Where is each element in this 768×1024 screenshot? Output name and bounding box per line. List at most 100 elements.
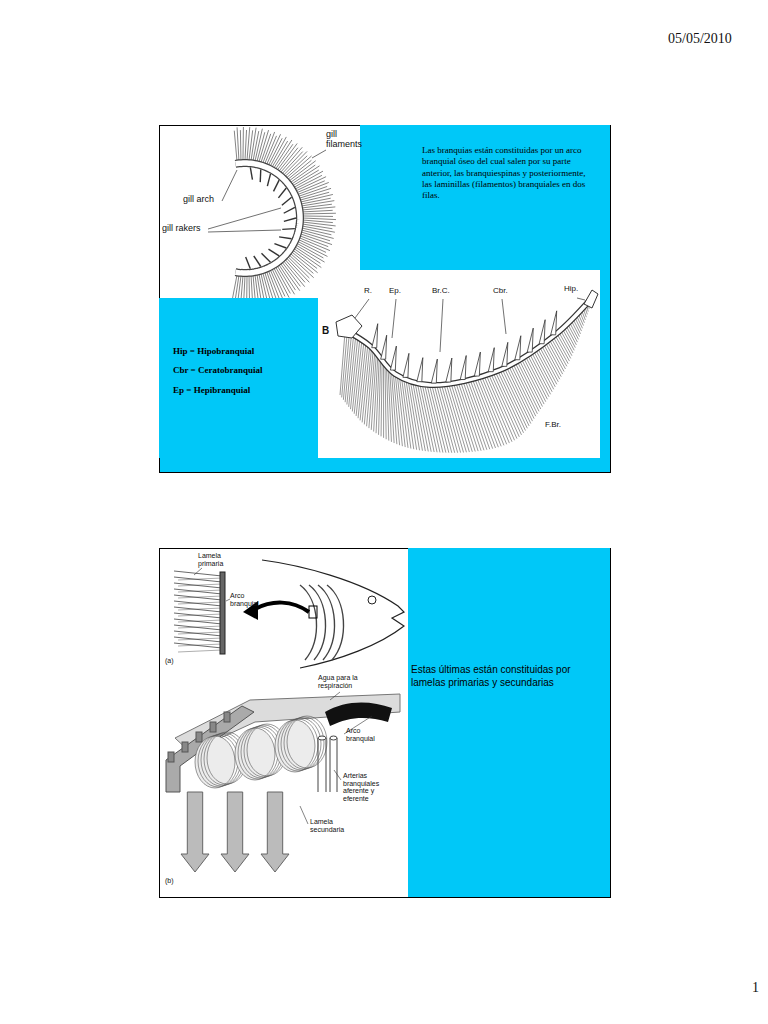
gill-arch-curve [327,585,343,660]
gill-filament [556,336,570,361]
gill-filament [269,271,280,298]
gill-filament [568,325,577,342]
gill-filament [245,130,247,160]
fish-head-outline [262,560,404,668]
leader-line [300,806,308,824]
gill-filament [237,127,239,160]
gill-arch-figure [208,127,336,298]
lamellae-figure [166,692,400,872]
gill-filament [480,379,507,444]
leader-line [208,208,281,229]
gill-raker [502,342,508,366]
gill-filament [303,224,333,229]
gill-raker [282,197,292,205]
part-label: gill filaments [326,130,360,150]
leader-line [330,692,340,700]
gill-raker [284,207,295,213]
gill-filament [538,350,556,385]
gill-filament [246,276,247,298]
gill-filament [298,182,329,194]
water-flow-arrow [261,792,289,872]
gill-filament [528,357,549,397]
part-label: Cbr. [493,287,508,296]
gill-filament [255,275,259,298]
part-label: Agua para la respiración [318,674,368,689]
gill-filament [303,210,333,212]
gill-filament [452,385,473,451]
primary-lamella [174,583,222,588]
gill-filament [526,358,547,399]
text-panel: Estas últimas están constituidas por lam… [408,548,610,897]
panel-text: Ep = Hepibranquial [173,385,312,396]
gill-filament [561,332,573,353]
slide-ground [159,548,408,897]
gill-filament [390,372,394,443]
gill-raker [254,256,261,267]
gill-raker [403,353,409,377]
comb-tooth [182,742,188,752]
gill-filament [503,371,529,426]
gill-filament [240,130,242,160]
gill-raker [446,358,452,382]
gill-filament [411,384,423,451]
gill-raker [515,336,521,360]
gill-filament [478,380,504,446]
gill-raker [267,174,270,186]
branchial-skeleton-figure [336,290,598,453]
gill-filament [507,369,532,421]
leader-line [577,298,585,300]
text-panel: Las branquias están constituidas por un … [360,125,610,270]
ceratobranchial-bar [345,300,590,385]
gill-filament [383,364,384,437]
gill-filament [263,273,272,298]
gill-filament [406,382,416,450]
inset-marker [309,606,317,618]
primary-lamella [174,613,222,618]
slide-ground [159,125,610,472]
gill-filament [400,379,408,448]
gill-raker [527,328,533,352]
water-flow-arrow [221,792,249,872]
part-label: Arterias branquiales aferente y eferente [343,772,389,803]
gill-raker [274,180,280,191]
primary-lamella [174,595,222,600]
gill-raker [474,352,480,376]
gill-filament [270,270,283,298]
gill-filament [296,245,324,262]
pharyngobranchial-bone [336,315,362,338]
part-label: R. [364,287,372,296]
gill-filament [381,362,382,436]
gill-filament [456,385,478,451]
primary-lamella [174,589,222,594]
gill-raker [282,228,295,230]
leader-line [312,150,326,158]
leader-line [334,770,341,780]
gill-raker [278,188,286,198]
gill-arch-curve [300,585,316,660]
gill-filament [534,353,553,390]
gill-filament [299,186,327,196]
primary-lamella [174,577,222,582]
gill-filament [524,359,545,401]
gill-filament [259,130,269,162]
leader-line [355,299,369,318]
slide-frame [160,549,611,898]
arch-inset [220,572,225,654]
gill-filament [432,387,448,453]
gill-filament [444,386,463,452]
ceratobranchial-bar [345,300,590,385]
gill-filament [447,386,467,452]
artery-vessel [318,738,326,792]
part-label: gill arch [183,195,214,205]
gill-filament [276,267,291,293]
gill-filament [542,347,559,379]
gill-filament [540,348,558,381]
gill-raker [488,348,494,372]
gill-filament [501,372,528,429]
gill-filament [520,362,542,407]
part-label: Lamela primaria [198,552,238,567]
leader-line [194,568,202,575]
leader-line [392,299,396,338]
gill-raker [260,169,262,182]
panel-text: Cbr = Ceratobranquial [173,365,312,376]
